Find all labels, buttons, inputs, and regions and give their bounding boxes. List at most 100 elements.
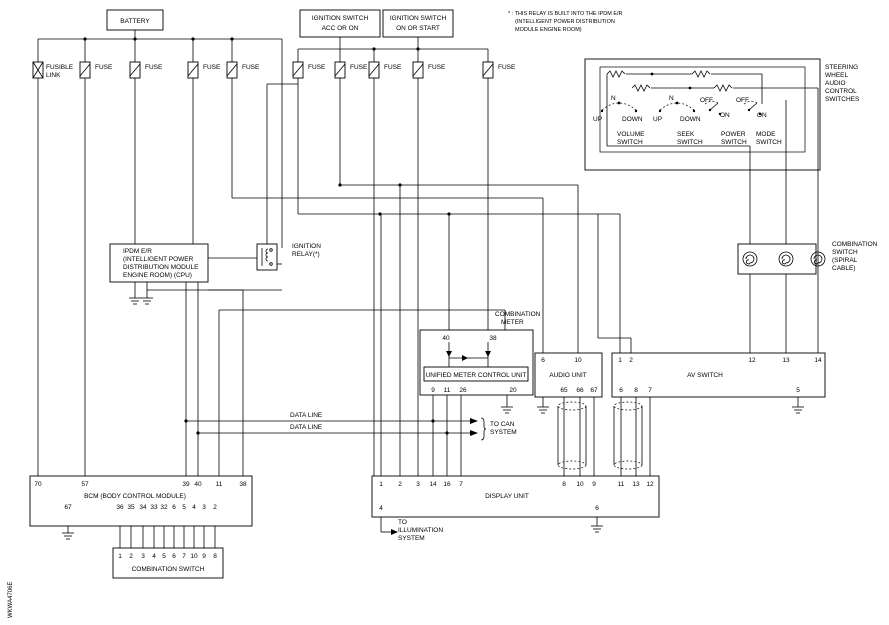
fuse-2-label: FUSE [145,64,163,71]
shielded-cable-av [613,401,643,470]
av-pin-6: 6 [619,387,623,394]
av-pin-1: 1 [618,357,622,364]
spiral-coil-1 [742,251,758,267]
bcm-pin-36: 36 [116,504,124,511]
av-pin-12: 12 [748,357,756,364]
display-pin-11: 11 [618,481,625,488]
display-pin-7: 7 [459,481,463,488]
ignition-on-label-1: IGNITION SWITCH [390,15,447,22]
bcm-pin-34: 34 [139,504,147,511]
to-can-label-2: SYSTEM [490,429,517,436]
fuse-6-label: FUSE [350,64,368,71]
display-pin-9: 9 [592,481,596,488]
bcm-pin-6: 6 [172,504,176,511]
display-pin-6: 6 [595,505,599,512]
combo-pin-6: 6 [172,553,176,560]
volume-up-label: UP [593,116,602,123]
combo-pin-2: 2 [129,553,133,560]
bcm-pin-38: 38 [239,481,247,488]
ground-audio [537,406,549,414]
fuse-5 [292,61,304,79]
spiral-label-1: COMBINATION [832,241,878,248]
relay-note-1: * : THIS RELAY IS BUILT INTO THE IPDM E/… [508,11,623,17]
av-pin-8: 8 [634,387,638,394]
audio-pin-10: 10 [574,357,582,364]
volume-down-label: DOWN [622,116,643,123]
spiral-cable-box [737,243,817,275]
shielded-cable-audio [557,401,587,470]
ground-av [792,406,804,414]
fuse-4 [226,61,238,79]
combination-switch-label: COMBINATION SWITCH [132,566,205,573]
meter-pin-26: 26 [459,387,467,394]
ipdm-line-3: DISTRIBUTION MODULE [123,264,199,271]
combo-pin-8: 8 [213,553,217,560]
display-pin-12: 12 [646,481,654,488]
meter-label-1: COMBINATION [495,311,541,318]
audio-pin-65: 65 [560,387,568,394]
bcm-pin-57: 57 [81,481,89,488]
power-on-label: ON [720,112,730,119]
audio-unit-box [534,352,603,398]
fuse-8-label: FUSE [428,64,446,71]
bcm-pin-67: 67 [64,504,72,511]
av-pin-13: 13 [782,357,790,364]
fuse-7 [368,61,380,79]
steering-label-1: STEERING [825,64,858,71]
ground-ipdm-1 [129,297,141,305]
bcm-pin-32: 32 [160,504,168,511]
spiral-label-3: (SPIRAL [832,257,858,264]
ipdm-box [109,243,209,283]
fuse-1 [79,61,91,79]
fuse-1-label: FUSE [95,64,113,71]
display-pin-16: 16 [443,481,451,488]
audio-pin-67: 67 [590,387,598,394]
fusible-link-label-1: FUSIBLE [46,64,74,71]
fuse-9-label: FUSE [498,64,516,71]
mode-switch-label-1: MODE [756,131,776,138]
ignition-on-box [382,9,454,38]
bcm-pin-40: 40 [194,481,202,488]
meter-pin-9: 9 [431,387,435,394]
av-pin-5: 5 [796,387,800,394]
illumination-label-3: SYSTEM [398,535,425,542]
fusible-link-label-2: LINK [46,72,61,79]
illumination-label-1: TO [398,519,407,526]
bcm-label: BCM (BODY CONTROL MODULE) [84,493,186,500]
ipdm-line-1: IPDM E/R [123,248,152,255]
combination-meter-box [419,329,534,396]
diagram-code: WKWA4706E [8,582,14,618]
combo-pin-3: 3 [141,553,145,560]
steering-switch-inner [599,66,806,153]
data-line-2-label: DATA LINE [290,424,323,431]
bcm-pin-11: 11 [216,481,223,488]
ground-display [591,525,603,533]
display-pin-4: 4 [379,505,383,512]
volume-switch-label-2: SWITCH [617,139,643,146]
combo-pin-7: 7 [182,553,186,560]
ipdm-line-2: (INTELLIGENT POWER [123,256,194,263]
bcm-pin-2: 2 [213,504,217,511]
ipdm-line-4: ENGINE ROOM) (CPU) [123,272,192,279]
fuse-7-label: FUSE [384,64,402,71]
steering-label-2: WHEEL [825,72,849,79]
bcm-pin-35: 35 [127,504,135,511]
audio-pin-66: 66 [576,387,584,394]
display-pin-1: 1 [379,481,383,488]
spiral-coil-3 [810,251,826,267]
spiral-coil-2 [778,251,794,267]
display-unit-box [371,475,660,518]
bcm-pin-3: 3 [202,504,206,511]
audio-unit-label: AUDIO UNIT [549,372,587,379]
display-unit-label: DISPLAY UNIT [485,493,529,500]
display-pin-10: 10 [576,481,584,488]
fuse-2 [129,61,141,79]
illumination-label-2: ILLUMINATION [398,527,443,534]
ignition-acc-box [299,9,381,38]
data-line-1-label: DATA LINE [290,412,323,419]
seek-switch-label-1: SEEK [677,131,695,138]
bcm-pin-70: 70 [34,481,42,488]
display-pin-2: 2 [398,481,402,488]
bcm-pin-33: 33 [150,504,158,511]
